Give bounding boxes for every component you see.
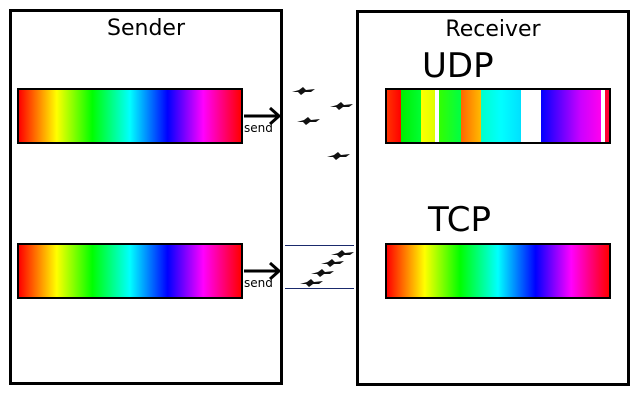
- packet-icon: [300, 279, 323, 287]
- sender-tcp-spectrum-bar: [17, 243, 243, 299]
- arrow-right-icon: [244, 106, 281, 126]
- udp-label: UDP: [422, 46, 494, 86]
- receiver-udp-scrambled-bar: [385, 88, 611, 144]
- packet-icon: [330, 102, 353, 110]
- sender-panel: Sender: [9, 9, 283, 385]
- sender-title: Sender: [107, 16, 185, 41]
- arrow-right-icon: [244, 261, 281, 281]
- receiver-title: Receiver: [445, 17, 541, 42]
- packet-icon: [327, 152, 350, 160]
- sender-udp-spectrum-bar: [17, 88, 243, 144]
- send-label-udp: send: [244, 121, 273, 135]
- packet-icon: [331, 250, 354, 258]
- packet-icon: [311, 269, 334, 277]
- tcp-label: TCP: [428, 200, 492, 240]
- packet-icon: [297, 117, 320, 125]
- tcp-channel-top-line: [285, 245, 354, 246]
- receiver-tcp-spectrum-bar: [385, 243, 611, 299]
- tcp-channel-bottom-line: [285, 288, 354, 289]
- packet-icon: [321, 259, 344, 267]
- send-label-tcp: send: [244, 276, 273, 290]
- receiver-panel: Receiver: [356, 10, 630, 386]
- packet-icon: [292, 87, 315, 95]
